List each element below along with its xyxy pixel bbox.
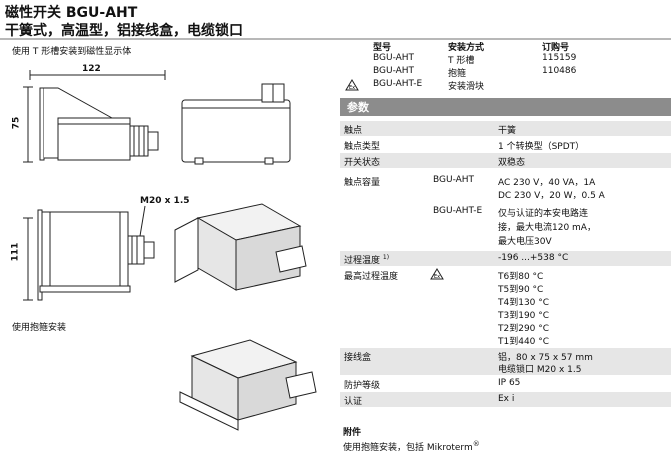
footnote-ref: 1) [382, 254, 390, 261]
svg-text:Ex: Ex [434, 274, 440, 280]
order-row2-model: BGU-AHT [373, 66, 415, 76]
param-label: 触点类型 [344, 142, 381, 152]
param-value: 铝，80 x 75 x 57 mm [498, 353, 593, 363]
param-value: 双稳态 [498, 158, 526, 168]
svg-text:Ex: Ex [349, 85, 355, 91]
order-row3-mount: 安装滑块 [448, 82, 485, 92]
param-label: 最高过程温度 [344, 272, 399, 282]
order-row3-model: BGU-AHT-E [373, 79, 423, 89]
temp-class: T4到130 °C [498, 298, 550, 308]
param-value: AC 230 V，40 VA，1A [498, 178, 596, 188]
page-subtitle: 干簧式，高温型，铝接线盒，电缆锁口 [5, 23, 243, 39]
param-value: Ex i [498, 394, 515, 404]
order-header-model: 型号 [373, 43, 392, 53]
param-value: IP 65 [498, 378, 521, 388]
dim-height-top-label: 75 [11, 116, 22, 130]
param-value: 仅与认证的本安电路连 [498, 209, 589, 219]
param-label: 开关状态 [344, 158, 381, 168]
param-label: 接线盒 [344, 353, 372, 363]
page-title: 磁性开关 BGU-AHT [5, 5, 138, 21]
param-value: DC 230 V，20 W，0.5 A [498, 191, 605, 201]
param-label: 认证 [344, 397, 363, 407]
order-row2-mount: 抱箍 [448, 69, 467, 79]
param-value: 接，最大电流120 mA， [498, 223, 596, 233]
params-title: 参数 [347, 101, 369, 114]
registered-mark: ® [472, 440, 480, 448]
dim-height-bottom-label: 111 [10, 242, 21, 262]
param-label: 触点容量 [344, 178, 381, 188]
order-row1-model: BGU-AHT [373, 53, 415, 63]
header-divider [0, 38, 671, 40]
param-row-protection: 防护等级 IP 65 [340, 376, 671, 391]
thread-label: M20 x 1.5 [140, 196, 190, 206]
order-row1-mount: T 形槽 [448, 56, 475, 66]
param-label: 过程温度 1) [344, 254, 390, 266]
ex-hazard-icon: Ex [345, 79, 359, 91]
ex-hazard-icon: Ex [430, 268, 444, 280]
accessory-title: 附件 [343, 428, 362, 438]
param-row-housing: 接线盒 铝，80 x 75 x 57 mm 电缆锁口 M20 x 1.5 [340, 348, 671, 375]
order-header-ordernum: 订购号 [542, 43, 570, 53]
param-sublabel: BGU-AHT [433, 175, 475, 185]
dim-width-label: 122 [82, 64, 101, 74]
param-value: 1 个转换型（SPDT） [498, 142, 585, 152]
param-row-switch-state: 开关状态 双稳态 [340, 153, 671, 168]
param-row-contact-type: 触点类型 1 个转换型（SPDT） [340, 137, 671, 152]
param-sublabel: BGU-AHT-E [433, 206, 483, 216]
temp-class: T5到90 °C [498, 285, 544, 295]
param-value: -196 ...+538 °C [498, 253, 569, 263]
param-row-contact: 触点 干簧 [340, 121, 671, 136]
caption-tslot: 使用 T 形槽安装到磁性显示体 [12, 47, 132, 57]
params-header: 参数 [340, 98, 671, 116]
param-value: 干簧 [498, 126, 517, 136]
param-value: 最大电压30V [498, 237, 552, 247]
temp-class: T3到190 °C [498, 311, 550, 321]
order-row2-ordernum: 110486 [542, 66, 577, 76]
param-row-contact-rating: 触点容量 BGU-AHT AC 230 V，40 VA，1A DC 230 V，… [340, 169, 671, 250]
param-row-process-temp: 过程温度 1) -196 ...+538 °C [340, 251, 671, 266]
param-row-certification: 认证 Ex i [340, 392, 671, 407]
temp-class: T2到290 °C [498, 324, 550, 334]
order-header-mount: 安装方式 [448, 43, 485, 53]
caption-clamp: 使用抱箍安装 [12, 323, 67, 333]
order-row1-ordernum: 115159 [542, 53, 577, 63]
param-label: 触点 [344, 126, 363, 136]
param-row-max-process-temp: 最高过程温度 Ex T6到80 °C T5到90 °C T4到130 °C T3… [340, 267, 671, 347]
temp-class: T1到440 °C [498, 337, 550, 347]
temp-class: T6到80 °C [498, 272, 544, 282]
param-value: 电缆锁口 M20 x 1.5 [498, 365, 582, 375]
accessory-text: 使用抱箍安装，包括 Mikroterm® [343, 440, 480, 453]
param-label: 防护等级 [344, 381, 381, 391]
